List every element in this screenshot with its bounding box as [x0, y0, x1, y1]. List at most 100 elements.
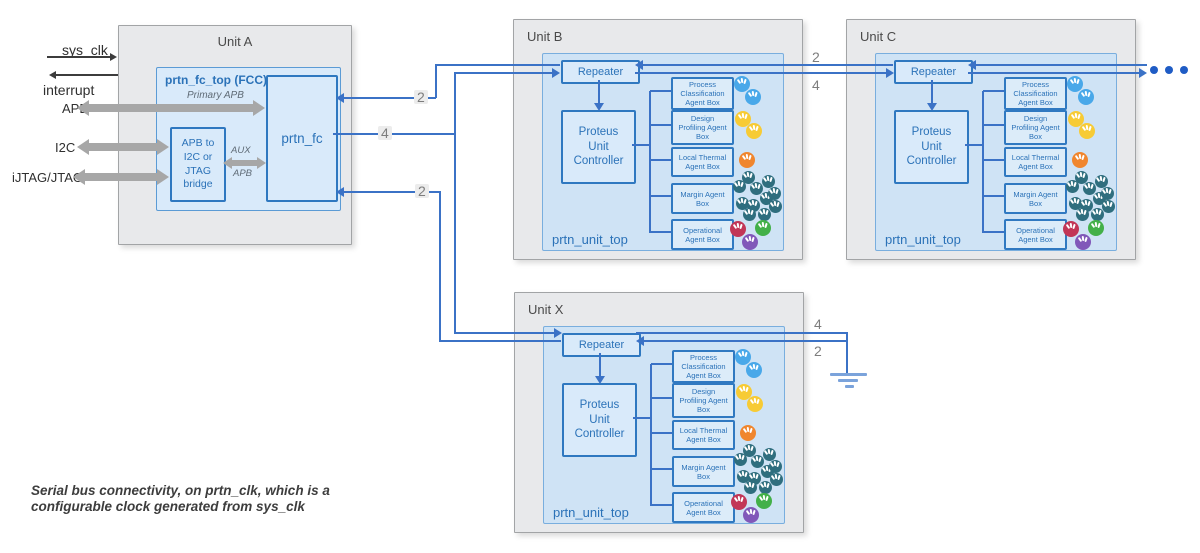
- return-line-b-to-c: [642, 64, 893, 66]
- repeater-to-controller-line: [598, 80, 600, 104]
- controller-bus-connector: [633, 417, 651, 419]
- termination-vertical: [846, 332, 848, 374]
- repeater-to-controller-arrowhead: [595, 376, 605, 384]
- agent-bus-stub: [651, 504, 672, 506]
- sys-clk-line: [47, 56, 111, 58]
- agent-bus-stub: [650, 124, 671, 126]
- return-arrow-into-unit-b: [635, 60, 643, 70]
- agent-bus-stub: [650, 195, 671, 197]
- return-arrow-into-unit-x: [636, 336, 644, 346]
- repeater-box: Repeater: [562, 333, 641, 357]
- sys-clk-arrowhead: [110, 53, 117, 61]
- agent-dot: [1063, 221, 1079, 237]
- agent-bus-stub: [983, 159, 1004, 161]
- agent-bus-stub: [651, 432, 672, 434]
- agent-dot: [1075, 207, 1089, 221]
- agent-dot: [745, 89, 761, 105]
- agent-dot: [1067, 76, 1083, 92]
- return-line-x-into-prtn-fc: [343, 191, 440, 193]
- ground-bar-2: [838, 379, 858, 382]
- agent-dot: [1075, 234, 1091, 250]
- agent-dot: [1090, 207, 1104, 221]
- local-thermal-agent-box: Local Thermal Agent Box: [1004, 147, 1067, 177]
- agent-bus-stub: [651, 363, 672, 365]
- proteus-unit-controller-box: Proteus Unit Controller: [894, 110, 969, 184]
- apb-i2c-jtag-bridge-box: APB to I2C or JTAG bridge: [170, 127, 226, 202]
- outbound-arrow-into-unit-x: [554, 328, 562, 338]
- agent-bus-stub: [650, 231, 671, 233]
- process-classification-agent-box: Process Classification Agent Box: [672, 350, 735, 383]
- agent-bus-stub: [651, 468, 672, 470]
- outbound-branch-vertical: [454, 72, 456, 334]
- agent-dot: [732, 179, 746, 193]
- agent-bus-line: [650, 364, 652, 506]
- agent-dot: [736, 384, 752, 400]
- outbound-arrow-into-unit-c: [886, 68, 894, 78]
- prtn-fc-top-label: prtn_fc_top (FCC): [165, 73, 267, 87]
- agent-dot: [1068, 196, 1082, 210]
- bus-width-label-x-bot: 2: [814, 343, 822, 359]
- agent-dot: [1074, 170, 1088, 184]
- agent-dot: [750, 454, 764, 468]
- agent-dot: [735, 196, 749, 210]
- return-line-x-to-vertical: [440, 340, 561, 342]
- controller-bus-connector: [965, 144, 983, 146]
- agent-dot: [1094, 174, 1108, 188]
- outbound-line-b-to-c: [635, 72, 886, 74]
- agent-dot: [1065, 179, 1079, 193]
- repeater-to-controller-arrowhead: [927, 103, 937, 111]
- outbound-line-right-of-x: [636, 332, 848, 334]
- process-classification-agent-box: Process Classification Agent Box: [1004, 77, 1067, 110]
- local-thermal-agent-box: Local Thermal Agent Box: [671, 147, 734, 177]
- prtn-unit-top-label: prtn_unit_top: [885, 232, 961, 247]
- unit-b-block: Unit B Repeater Proteus Unit Controller …: [513, 19, 803, 260]
- agent-dot: [731, 494, 747, 510]
- agent-dot: [1068, 111, 1084, 127]
- diagram-caption: Serial bus connectivity, on prtn_clk, wh…: [31, 483, 330, 514]
- return-line-x-vertical: [439, 191, 441, 342]
- process-classification-agent-box: Process Classification Agent Box: [671, 77, 734, 110]
- bus-width-label-a-bot: 2: [415, 184, 429, 198]
- agent-dot: [755, 220, 771, 236]
- agent-dot: [736, 469, 750, 483]
- agent-bus-stub: [651, 397, 672, 399]
- repeater-box: Repeater: [894, 60, 973, 84]
- bus-width-label-a-top: 2: [414, 90, 428, 104]
- interrupt-line: [56, 74, 118, 76]
- aux-arrow-right-head: [257, 157, 266, 169]
- return-arrow-into-prtn-fc: [336, 93, 344, 103]
- apb-arrow-right-head: [253, 100, 265, 116]
- agent-dot: [746, 362, 762, 378]
- agent-dot: [742, 443, 756, 457]
- margin-agent-box: Margin Agent Box: [1004, 183, 1067, 214]
- agent-dot: [730, 221, 746, 237]
- return-arrow-into-unit-c: [968, 60, 976, 70]
- repeater-to-controller-line: [931, 80, 933, 104]
- agent-dot: [747, 396, 763, 412]
- unit-title: Unit B: [527, 29, 563, 44]
- return-arrow-x-into-prtn-fc: [336, 187, 344, 197]
- agent-dot: [1072, 152, 1088, 168]
- design-profiling-agent-box: Design Profiling Agent Box: [671, 110, 734, 145]
- outbound-arrow-into-unit-b: [552, 68, 560, 78]
- agent-dot: [735, 111, 751, 127]
- agent-dot: [743, 480, 757, 494]
- agent-bus-stub: [983, 231, 1004, 233]
- agent-bus-stub: [983, 124, 1004, 126]
- repeater-box: Repeater: [561, 60, 640, 84]
- agent-dot: [1079, 123, 1095, 139]
- agent-dot: [734, 76, 750, 92]
- repeater-to-controller-line: [599, 353, 601, 377]
- agent-dot: [1101, 199, 1115, 213]
- local-thermal-agent-box: Local Thermal Agent Box: [672, 420, 735, 450]
- bus-width-label-x-top: 4: [814, 316, 822, 332]
- repeater-to-controller-arrowhead: [594, 103, 604, 111]
- continuation-dot-3: [1180, 66, 1188, 74]
- agent-dot: [742, 234, 758, 250]
- margin-agent-box: Margin Agent Box: [672, 456, 735, 487]
- ijtag-arrow-left-head: [73, 169, 85, 185]
- agent-bus-stub: [650, 159, 671, 161]
- agent-dot: [768, 199, 782, 213]
- agent-dot: [749, 181, 763, 195]
